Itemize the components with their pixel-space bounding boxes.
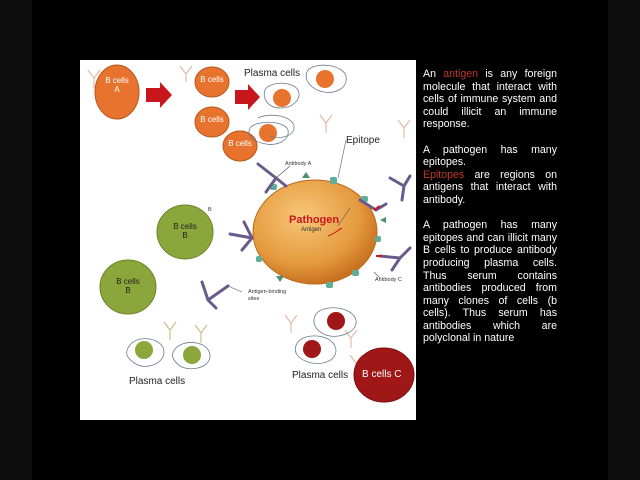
b-cells-c-label: B cells C xyxy=(362,369,402,380)
explanation-text: An antigen is any foreign molecule that … xyxy=(423,68,557,358)
b-cells-b-top xyxy=(156,204,214,260)
paragraph-polyclonal: A pathogen has many epitopes and can ill… xyxy=(423,219,557,345)
antibody-a xyxy=(256,162,288,194)
pathogen-body xyxy=(252,179,378,285)
diagram-panel: B cells A B cells B cells B cells B cell… xyxy=(80,60,416,420)
binding-sites-label-2: sites xyxy=(248,296,260,302)
b-cell-small-2-label: B cells xyxy=(200,115,224,124)
plasma-cells-green xyxy=(126,338,211,370)
pathogen-label: Pathogen xyxy=(289,214,340,226)
paragraph-epitopes-definition: Epitopes are regions on antigens that in… xyxy=(423,168,557,206)
b-cells-b-bottom-label: B cells B xyxy=(116,277,140,295)
antibody-b xyxy=(200,220,254,310)
paragraph-pathogen-epitopes: A pathogen has many epitopes. xyxy=(423,143,557,169)
b-cell-small-1-label: B cells xyxy=(200,75,224,84)
b-cell-small-1 xyxy=(194,66,230,98)
plasma-cells-orange xyxy=(248,64,347,145)
plasma-cells-top-label: Plasma cells xyxy=(244,68,301,79)
b-cell-small-2 xyxy=(194,106,230,138)
plasma-cells-bottom-left-label: Plasma cells xyxy=(129,376,186,387)
antigen-label: Antigen xyxy=(301,227,322,233)
b-cells-b-top-label: B cells B xyxy=(173,222,197,240)
epitopes xyxy=(256,177,381,288)
b-cell-small-3-label: B cells xyxy=(228,139,252,148)
b-cells-a-label: B cells A xyxy=(105,76,129,94)
right-border xyxy=(608,0,640,480)
antibody-a-label: Antibody A xyxy=(285,161,312,167)
paragraph-antigen: An antigen is any foreign molecule that … xyxy=(423,68,557,131)
arrow-1 xyxy=(146,82,172,108)
binding-sites-label-1: Antigen-binding xyxy=(248,289,287,295)
diagram-svg xyxy=(87,64,415,403)
b-cells-c xyxy=(353,347,415,403)
epitope-label: Epitope xyxy=(346,135,380,146)
b-cell-small-3 xyxy=(222,130,258,162)
plasma-cells-red xyxy=(294,307,357,364)
arrow-2 xyxy=(235,84,260,110)
antibody-b-label: B xyxy=(208,207,212,213)
b-cells-a xyxy=(94,64,140,120)
left-border xyxy=(0,0,32,480)
b-cells-b-bottom xyxy=(99,259,157,315)
antibody-c-label: Antibody C xyxy=(375,277,402,283)
epitopes-term: Epitopes xyxy=(423,168,465,181)
antibody-c xyxy=(358,174,412,272)
antigen-term: antigen xyxy=(443,68,479,80)
plasma-cells-bottom-right-label: Plasma cells xyxy=(292,370,349,381)
